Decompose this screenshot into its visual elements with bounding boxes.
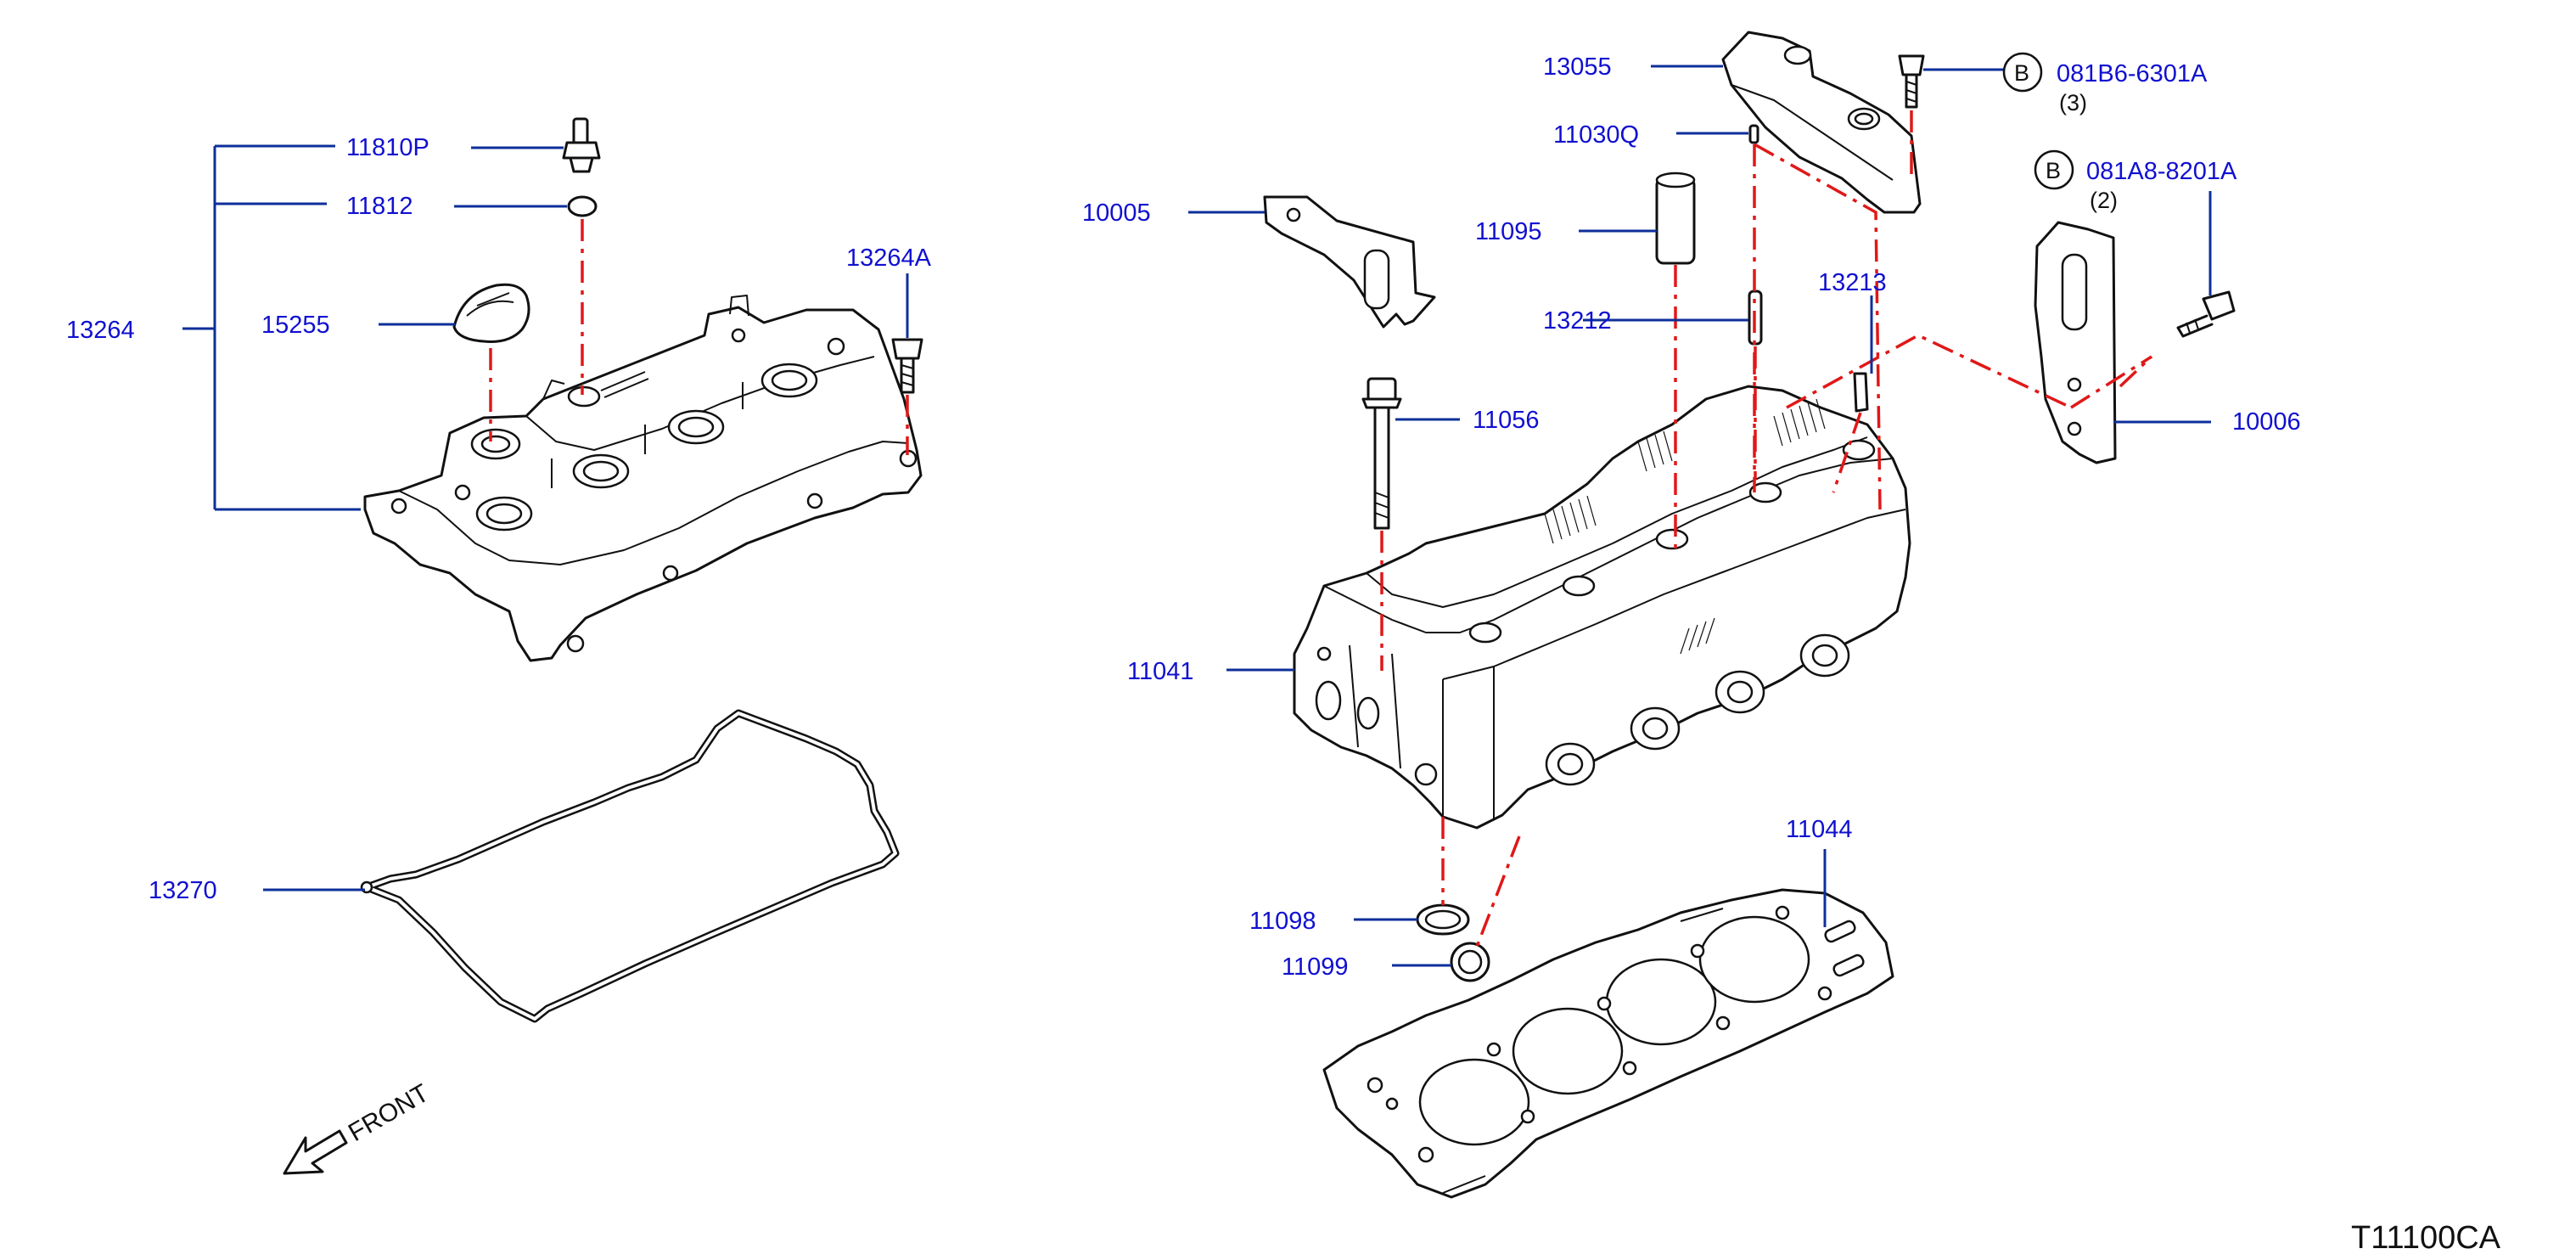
dowel-pin-small [1748, 124, 1759, 144]
callout-15255: 15255 [261, 312, 330, 339]
callout-11044: 11044 [1786, 816, 1853, 843]
callout-13213: 13213 [1818, 269, 1887, 296]
callout-11041: 11041 [1127, 658, 1194, 685]
sleeve-11095 [1655, 172, 1696, 265]
head-gasket [1322, 888, 1894, 1199]
bolt-081b6 [1898, 54, 1925, 109]
engine-bracket-right [2034, 221, 2117, 464]
qty-081a8-8201a: (2) [2090, 188, 2118, 213]
callout-11812: 11812 [346, 193, 413, 220]
rocker-cover-gasket [360, 709, 900, 1023]
front-label: FRONT [344, 1079, 434, 1147]
callout-10006: 10006 [2232, 408, 2301, 436]
callout-11098: 11098 [1249, 908, 1316, 935]
callout-11810p: 11810P [346, 134, 429, 161]
front-arrow [283, 1129, 348, 1175]
valve-cover [363, 295, 923, 662]
callout-11095: 11095 [1475, 218, 1542, 245]
bolt-ref-letter: B [2014, 60, 2029, 86]
bolt-081a8 [2176, 290, 2236, 338]
callout-11056: 11056 [1473, 407, 1540, 434]
callout-13270: 13270 [149, 877, 217, 904]
diagram-code: T11100CA [2351, 1220, 2501, 1256]
timing-cover-plate [1721, 31, 1922, 214]
valve-seal-11099 [1450, 942, 1490, 982]
cover-bolt [891, 338, 923, 394]
callout-13212: 13212 [1543, 307, 1612, 335]
pin-13213 [1853, 372, 1869, 413]
callout-13055: 13055 [1543, 53, 1612, 81]
callout-11099: 11099 [1282, 953, 1349, 981]
pcv-o-ring [567, 195, 598, 217]
bolt-ref-marker-2: B [2034, 149, 2074, 190]
left-leader-lines [263, 146, 909, 892]
bolt-ref-letter: B [2046, 158, 2061, 183]
right-leader-lines [1188, 65, 2212, 967]
callout-13264: 13264 [66, 317, 135, 344]
pcv-valve [562, 117, 601, 173]
head-fins [1544, 398, 1826, 655]
engine-bracket-left [1263, 195, 1436, 329]
head-bolt [1361, 377, 1402, 530]
qty-081b6-6301a: (3) [2059, 90, 2087, 115]
valve-seal-11098 [1416, 903, 1470, 936]
oil-filler-cap [452, 283, 530, 343]
callout-11030q: 11030Q [1553, 121, 1639, 149]
bolt-ref-marker-1: B [2002, 52, 2043, 93]
right-assembly-lines [1380, 110, 2153, 948]
cylinder-head [1293, 385, 1911, 830]
callout-081a8-8201a: 081A8-8201A [2086, 158, 2237, 185]
group-bracket-13264 [182, 144, 361, 511]
callout-10005: 10005 [1082, 200, 1151, 227]
callout-081b6-6301a: 081B6-6301A [2057, 60, 2208, 87]
left-assembly-lines [489, 219, 909, 455]
callout-13264a: 13264A [846, 245, 932, 272]
